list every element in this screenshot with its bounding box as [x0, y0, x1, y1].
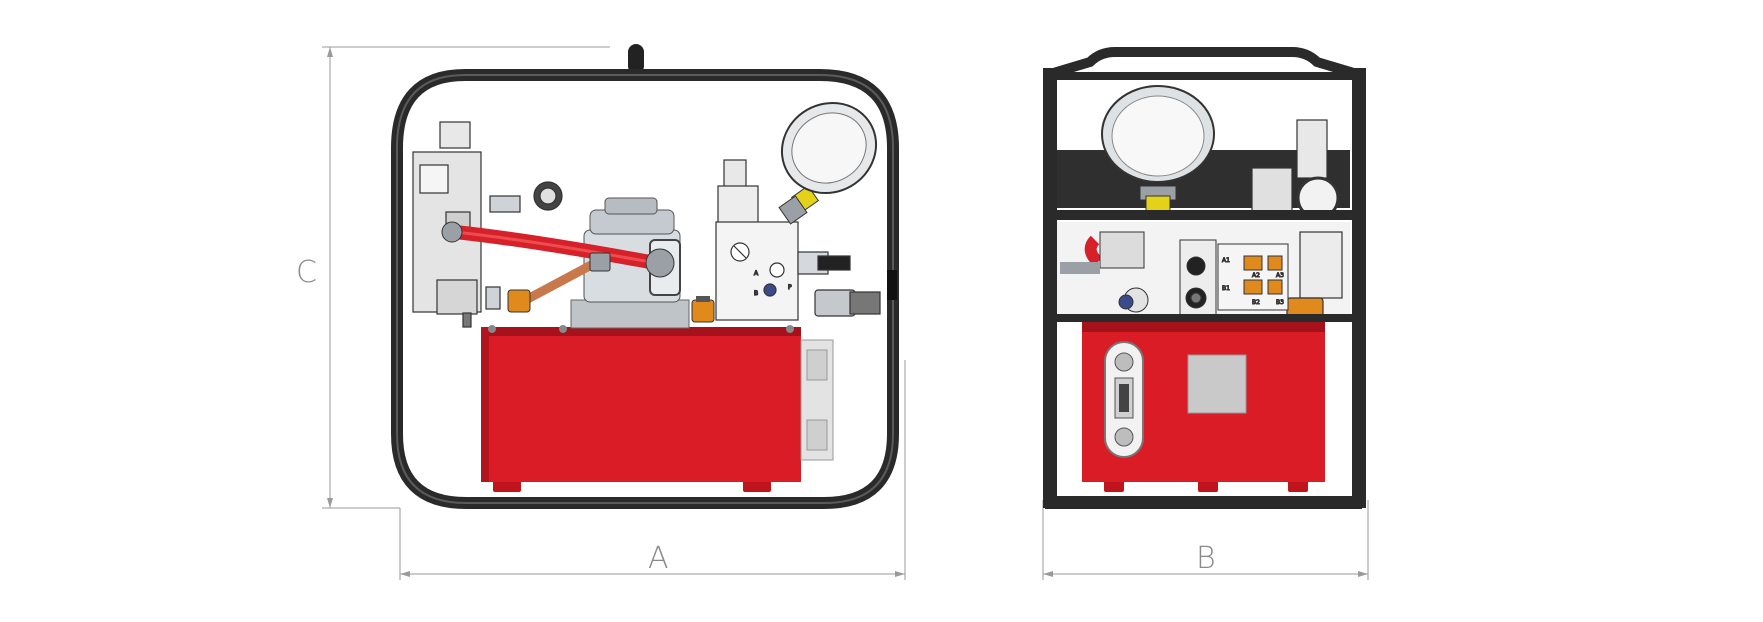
front-frame-crossbar-lower	[1046, 314, 1358, 322]
lifting-knob	[628, 44, 644, 74]
front-right-components	[1251, 119, 1343, 319]
pressure-gauge-front	[1101, 85, 1215, 213]
oil-fill-cap	[691, 296, 715, 323]
front-left-hose	[1060, 231, 1149, 313]
block-label-b3: B3	[1276, 299, 1284, 306]
dimension-label-b: B	[1196, 541, 1216, 576]
oil-tank	[481, 325, 834, 482]
pressure-gauge-side	[778, 101, 878, 225]
control-valve-block: A B P	[715, 159, 881, 321]
front-manifold-block: A1 B1 A2 B2 A3 B3	[1179, 239, 1289, 317]
port-label-a: A	[754, 270, 759, 277]
front-view: A1 B1 A2 B2 A3 B3	[1043, 47, 1366, 509]
block-label-b2: B2	[1252, 299, 1260, 306]
dimension-label-a: A	[648, 541, 669, 576]
hoses	[441, 221, 675, 313]
front-frame-base	[1046, 496, 1364, 508]
nameplate	[1187, 354, 1247, 414]
dimension-label-c: C	[296, 255, 317, 290]
dimension-lines	[322, 46, 1369, 580]
side-frame-highlight	[396, 74, 894, 504]
dimension-arrows	[327, 47, 1368, 577]
front-frame-left-post	[1043, 68, 1057, 508]
block-label-a2: A2	[1252, 272, 1260, 279]
front-frame-crossbar-upper	[1046, 210, 1358, 220]
frame-clamp	[887, 270, 897, 300]
front-oil-tank	[1082, 322, 1325, 482]
block-label-b1: B1	[1222, 285, 1230, 292]
front-frame-right-post	[1352, 68, 1366, 508]
port-label-p: P	[788, 284, 792, 291]
block-label-a3: A3	[1276, 272, 1284, 279]
front-frame	[1045, 47, 1362, 509]
front-frame-top-bar	[1048, 72, 1360, 80]
side-view: A B P	[391, 44, 899, 509]
port-label-b: B	[754, 290, 758, 297]
block-label-a1: A1	[1222, 257, 1230, 264]
